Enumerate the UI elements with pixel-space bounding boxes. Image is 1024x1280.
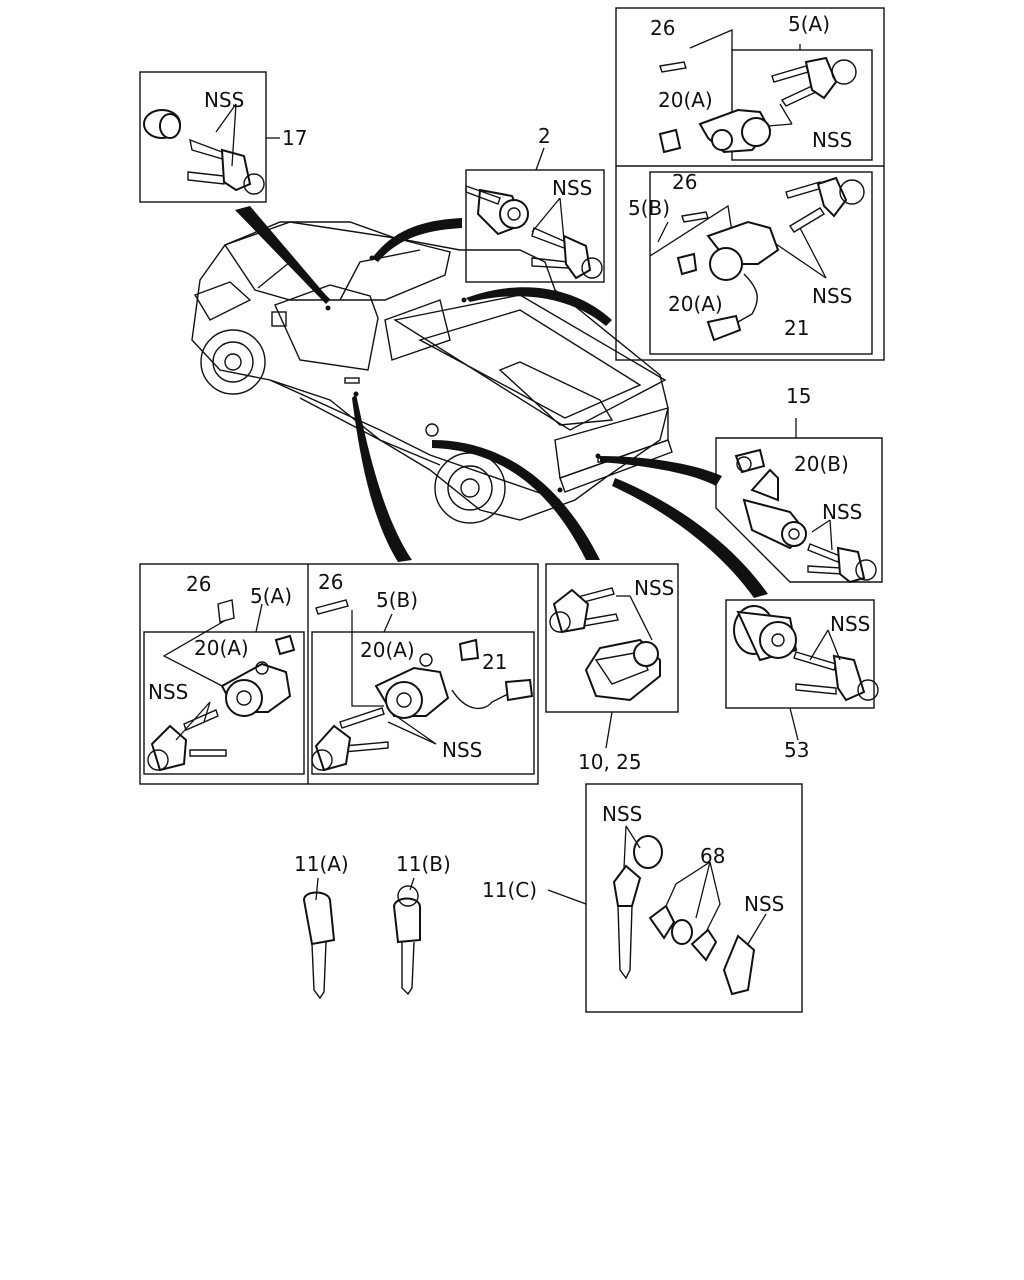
- leader-arrows: [235, 206, 768, 598]
- callout-26-top: 26: [650, 16, 676, 40]
- callout-11c: 11(C): [482, 878, 538, 902]
- pickup-truck-illustration: [191, 221, 673, 524]
- callout-21-left: 21: [482, 650, 508, 674]
- callout-20a-left-a: 20(A): [194, 636, 249, 660]
- callout-5a-left: 5(A): [250, 584, 293, 608]
- callout-26-left-b: 26: [318, 570, 344, 594]
- callout-68: 68: [700, 844, 726, 868]
- part-17-artwork: [139, 71, 280, 203]
- callout-20a-top: 20(A): [658, 88, 713, 112]
- callout-nss-left-a: NSS: [148, 680, 189, 704]
- leader-arrow-53: [612, 478, 768, 598]
- callout-nss-15: NSS: [822, 500, 863, 524]
- part-11c-artwork: [547, 783, 803, 1013]
- callout-26-left-a: 26: [186, 572, 212, 596]
- callout-11b: 11(B): [396, 852, 451, 876]
- callout-nss-11c-b: NSS: [744, 892, 785, 916]
- callout-nss-53: NSS: [830, 612, 871, 636]
- callout-53: 53: [784, 738, 810, 762]
- callout-20a-mid: 20(A): [668, 292, 723, 316]
- part-5-right-artwork: [615, 7, 885, 361]
- callout-nss-11c-a: NSS: [602, 802, 643, 826]
- callout-2: 2: [538, 124, 551, 148]
- callout-5b-left: 5(B): [376, 588, 419, 612]
- part-2-artwork: [465, 147, 605, 283]
- keys-11-artwork: [302, 877, 421, 1000]
- callout-nss-left-b: NSS: [442, 738, 483, 762]
- callout-nss-2: NSS: [552, 176, 593, 200]
- part-15-artwork: [715, 418, 883, 584]
- leader-arrow-15: [600, 456, 722, 486]
- callout-15: 15: [786, 384, 812, 408]
- callout-10-25: 10, 25: [578, 750, 642, 774]
- callout-nss-mid: NSS: [812, 284, 853, 308]
- part-53-artwork: [725, 599, 879, 741]
- callout-20a-left-b: 20(A): [360, 638, 415, 662]
- callout-nss-top: NSS: [812, 128, 853, 152]
- callout-20b: 20(B): [794, 452, 849, 476]
- callout-5b-top: 5(B): [628, 196, 671, 220]
- callout-nss-10: NSS: [634, 576, 675, 600]
- leader-arrow-5b: [466, 287, 612, 326]
- callout-5a-top: 5(A): [788, 12, 831, 36]
- leader-arrow-2: [372, 218, 462, 262]
- callout-nss-17: NSS: [204, 88, 245, 112]
- callout-26-mid: 26: [672, 170, 698, 194]
- callout-17: 17: [282, 126, 308, 150]
- leader-arrow-lower-left: [352, 394, 412, 562]
- callout-11a: 11(A): [294, 852, 349, 876]
- part-5-left-artwork: [139, 563, 539, 785]
- leader-arrow-17: [235, 206, 330, 304]
- part-10-25-artwork: [545, 563, 679, 749]
- callout-21-top: 21: [784, 316, 810, 340]
- leader-arrow-10: [432, 440, 600, 560]
